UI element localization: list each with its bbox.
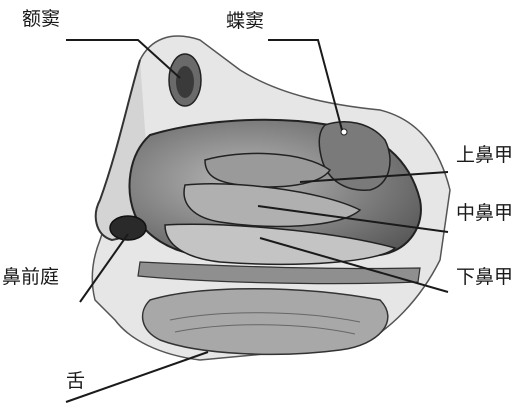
leader-tongue <box>66 352 208 402</box>
nasal-vestibule-opening <box>110 216 146 240</box>
label-frontal-sinus: 额窦 <box>22 4 60 31</box>
label-middle-concha: 中鼻甲 <box>456 198 513 225</box>
label-sphenoid-sinus: 蝶窦 <box>226 6 264 33</box>
tongue-shape <box>143 289 388 355</box>
label-nasal-vestibule: 鼻前庭 <box>2 262 59 289</box>
label-superior-concha: 上鼻甲 <box>456 140 513 167</box>
label-tongue: 舌 <box>66 366 85 393</box>
label-inferior-concha: 下鼻甲 <box>456 262 513 289</box>
